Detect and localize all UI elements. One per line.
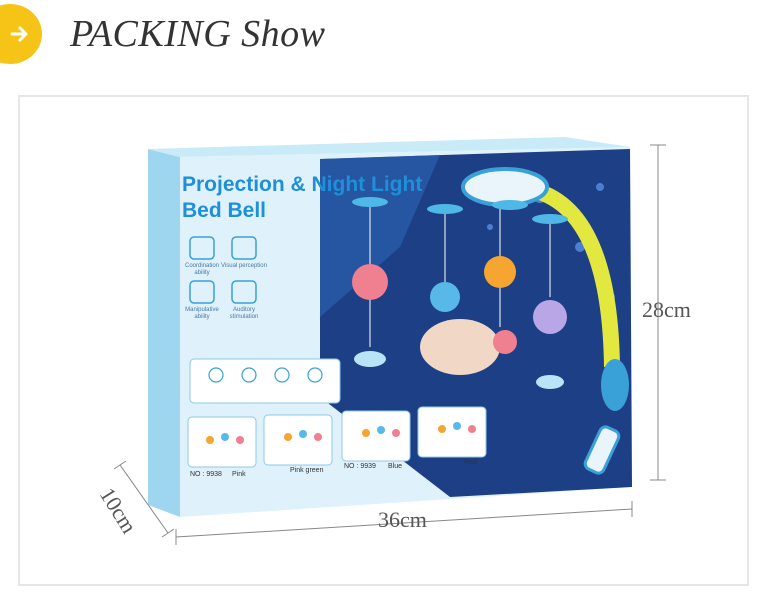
dimension-height: 28cm — [642, 297, 691, 322]
header: PACKING Show — [0, 0, 770, 70]
projector-head — [461, 167, 549, 207]
variant-code: NO : 9938 — [190, 471, 222, 478]
variant-thumb-blue — [341, 410, 411, 462]
variant-thumb-pink — [187, 416, 257, 468]
variant-thumb-red — [417, 406, 487, 458]
dimension-lines — [113, 144, 666, 545]
remote-control — [583, 425, 621, 475]
box-title-line2: Bed Bell — [182, 199, 267, 222]
box-title-line1: Projection & Night Light — [182, 173, 423, 196]
arrow-badge — [0, 4, 42, 64]
box-side — [148, 149, 180, 517]
baby — [420, 319, 500, 375]
variant-color: Pink green — [290, 467, 324, 474]
mobile-arm — [536, 184, 620, 368]
variant-color: Red — [464, 459, 477, 466]
feature-label: Coordination ability — [184, 263, 220, 276]
orange-owl-toy — [484, 256, 516, 288]
pink-bear-toy — [352, 264, 388, 300]
variant-code: NO : 9939 — [344, 463, 376, 470]
product-box-photo — [113, 137, 666, 545]
blue-owl-toy — [430, 282, 460, 312]
clamp — [601, 359, 629, 411]
feature-label: Manipulative ability — [185, 307, 219, 320]
page-title: PACKING Show — [70, 13, 326, 55]
feature-label: Auditory stimulation — [229, 307, 259, 320]
function-strip — [189, 358, 341, 404]
feature-label: Visual perception — [221, 263, 267, 269]
variant-thumb-pink-green — [263, 414, 333, 466]
dimension-width: 36cm — [378, 507, 427, 532]
product-photo-frame: Projection & Night Light Bed Bell Coordi… — [18, 95, 749, 586]
arrow-right-icon — [10, 26, 28, 42]
variant-color: Pink — [232, 471, 246, 478]
box-top — [148, 137, 630, 157]
purple-bear-toy — [533, 300, 567, 334]
variant-color: Blue — [388, 463, 403, 470]
